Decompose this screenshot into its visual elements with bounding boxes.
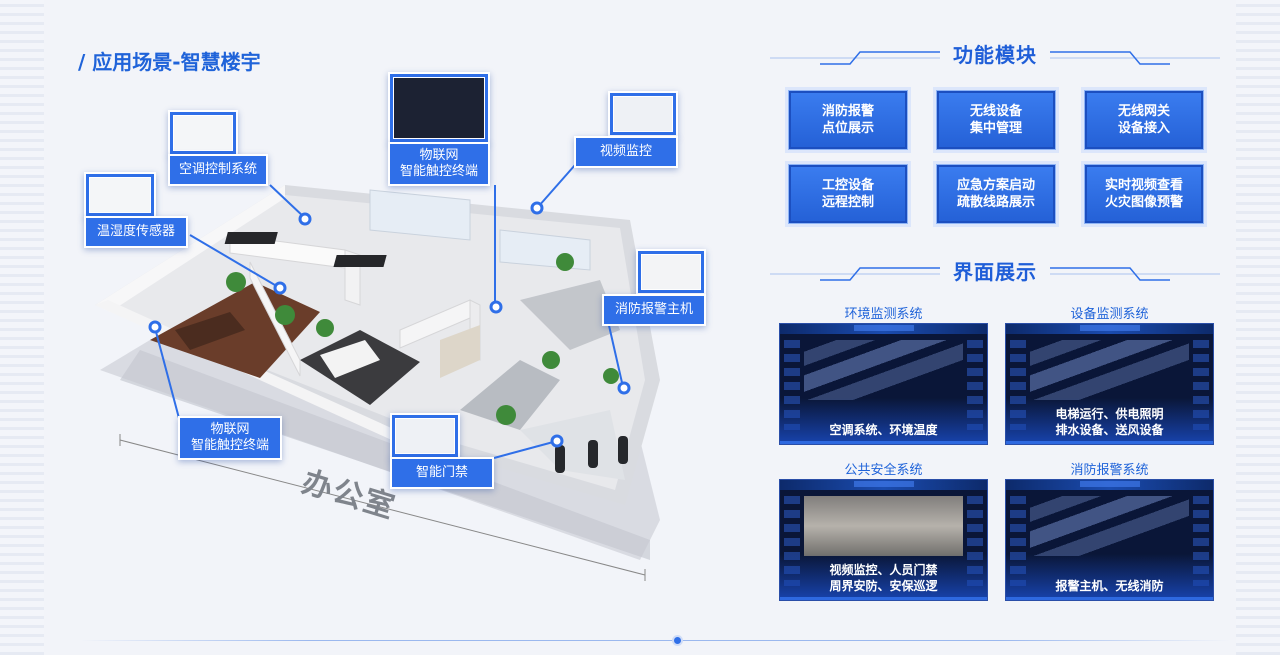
feature-line2: 远程控制	[821, 195, 874, 210]
access-control-thumbnail	[390, 413, 460, 459]
fire-host-thumbnail	[636, 249, 706, 295]
feature-wireless-gateway: 无线网关 设备接入	[1084, 90, 1204, 150]
aircon-label: 空调控制系统	[168, 154, 268, 186]
feature-line2: 集中管理	[969, 121, 1022, 136]
screens-title: 界面展示	[953, 260, 1037, 284]
feature-line2: 火灾图像预警	[1104, 195, 1183, 210]
iot-terminal-bottom-label: 物联网 智能触控终端	[178, 416, 282, 460]
screen-caption: 视频监控、人员门禁	[829, 563, 938, 577]
screen-title-env: 环境监测系统	[844, 307, 923, 322]
left-edge-pattern	[0, 0, 44, 655]
page-title: / 应用场景-智慧楼宇	[78, 50, 261, 74]
feature-line2: 点位展示	[821, 121, 874, 136]
feature-fire-points: 消防报警 点位展示	[788, 90, 908, 150]
feature-wireless-devices: 无线设备 集中管理	[936, 90, 1056, 150]
feature-line1: 无线设备	[969, 104, 1022, 119]
feature-industrial-control: 工控设备 远程控制	[788, 164, 908, 224]
screen-env-monitor: 空调系统、环境温度	[779, 323, 988, 445]
screen-title-fire: 消防报警系统	[1070, 463, 1149, 478]
door-label: 智能门禁	[390, 457, 494, 489]
features-title: 功能模块	[953, 43, 1037, 67]
feature-realtime-video: 实时视频查看 火灾图像预警	[1084, 164, 1204, 224]
screen-fire-alarm: 报警主机、无线消防	[1005, 479, 1214, 601]
feature-line2: 设备接入	[1117, 121, 1170, 136]
iot-terminal-thumbnail	[388, 72, 490, 144]
pagination-dot[interactable]	[672, 635, 683, 646]
iot-terminal-bottom-line1: 物联网	[210, 422, 250, 437]
screen-title-device: 设备监测系统	[1070, 307, 1149, 322]
section-title-decoration	[770, 51, 1220, 65]
temp-sensor-thumbnail	[84, 172, 156, 218]
iot-terminal-top-label: 物联网 智能触控终端	[388, 142, 490, 186]
feature-emergency-plan: 应急方案启动 疏散线路展示	[936, 164, 1056, 224]
iot-terminal-top-line1: 物联网	[419, 148, 459, 163]
right-edge-pattern	[1236, 0, 1280, 655]
feature-line1: 工控设备	[821, 178, 874, 193]
screen-caption: 报警主机、无线消防	[1055, 579, 1164, 593]
screen-public-security: 视频监控、人员门禁周界安防、安保巡逻	[779, 479, 988, 601]
temp-sensor-label: 温湿度传感器	[84, 216, 188, 248]
screen-caption: 空调系统、环境温度	[829, 423, 938, 437]
iot-terminal-bottom-line2: 智能触控终端	[190, 438, 269, 453]
aircon-thumbnail	[168, 110, 238, 156]
feature-line1: 实时视频查看	[1104, 178, 1183, 193]
screen-title-security: 公共安全系统	[844, 463, 923, 478]
feature-line2: 疏散线路展示	[956, 195, 1035, 210]
section-title-decoration-2	[770, 267, 1220, 281]
iot-terminal-top-line2: 智能触控终端	[399, 164, 478, 179]
screen-caption: 电梯运行、供电照明	[1055, 407, 1164, 421]
screen-caption-2: 排水设备、送风设备	[1055, 423, 1164, 437]
screen-caption-2: 周界安防、安保巡逻	[829, 579, 938, 593]
camera-thumbnail	[608, 91, 678, 137]
screen-device-monitor: 电梯运行、供电照明排水设备、送风设备	[1005, 323, 1214, 445]
video-label: 视频监控	[574, 136, 678, 168]
feature-line1: 应急方案启动	[956, 178, 1035, 193]
feature-line1: 消防报警	[821, 104, 874, 119]
feature-line1: 无线网关	[1117, 104, 1170, 119]
bottom-divider	[80, 640, 1230, 641]
fire-host-label: 消防报警主机	[602, 294, 706, 326]
